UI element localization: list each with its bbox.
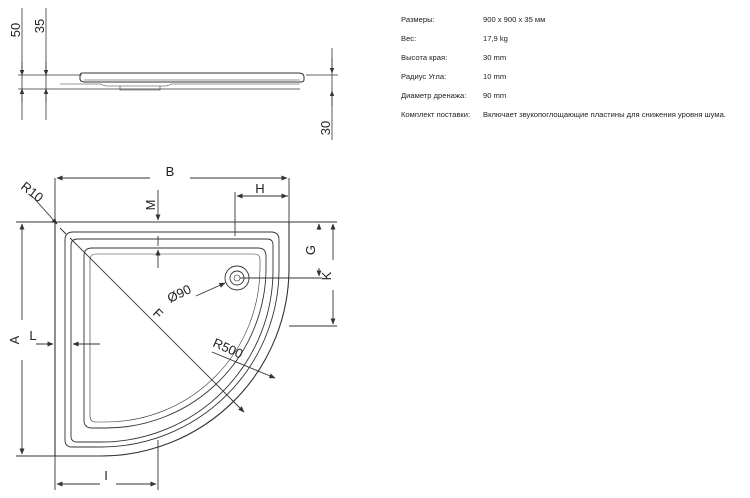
spec-value: 10 mm (483, 72, 507, 81)
spec-key: Вес: (401, 34, 417, 43)
spec-value: 900 x 900 x 35 мм (483, 15, 546, 24)
label-a: A (7, 335, 22, 344)
label-l: L (29, 328, 36, 343)
label-drain: Ø90 (165, 281, 194, 305)
spec-key: Радиус Угла: (401, 72, 447, 81)
spec-row: Вес: 17,9 kg (401, 33, 741, 52)
spec-key: Размеры: (401, 15, 435, 24)
label-m: M (143, 200, 158, 211)
spec-value: 90 mm (483, 91, 507, 100)
spec-value: 17,9 kg (483, 34, 508, 43)
label-f: F (150, 305, 166, 321)
label-k: K (319, 271, 334, 280)
spec-key: Диаметр дренажа: (401, 91, 467, 100)
label-i: I (104, 468, 108, 483)
side-dim-35-label: 35 (32, 19, 47, 33)
spec-key: Высота края: (401, 53, 448, 62)
spec-value: 30 mm (483, 53, 507, 62)
spec-row: Размеры: 900 x 900 x 35 мм (401, 14, 741, 33)
spec-key: Комплект поставки: (401, 110, 471, 119)
label-r500: R500 (211, 335, 245, 361)
side-dim-30-label: 30 (318, 121, 333, 135)
label-h: H (255, 181, 264, 196)
label-b: B (166, 164, 175, 179)
spec-row: Комплект поставки: Включает звукопоглощаю… (401, 109, 741, 128)
side-dim-50-label: 50 (8, 23, 23, 37)
spec-table: Размеры: 900 x 900 x 35 мм Вес: 17,9 kg Высо… (401, 14, 741, 128)
side-view (18, 8, 338, 140)
top-view (16, 175, 337, 490)
spec-row: Высота края: 30 mm (401, 52, 741, 71)
technical-drawing: 50 35 30 (7, 8, 338, 490)
label-g: G (303, 245, 318, 255)
spec-row: Радиус Угла: 10 mm (401, 71, 741, 90)
label-r10: R10 (18, 179, 46, 206)
spec-row: Диаметр дренажа: 90 mm (401, 90, 741, 109)
spec-value: Включает звукопоглощающие пластины для с… (483, 110, 726, 119)
